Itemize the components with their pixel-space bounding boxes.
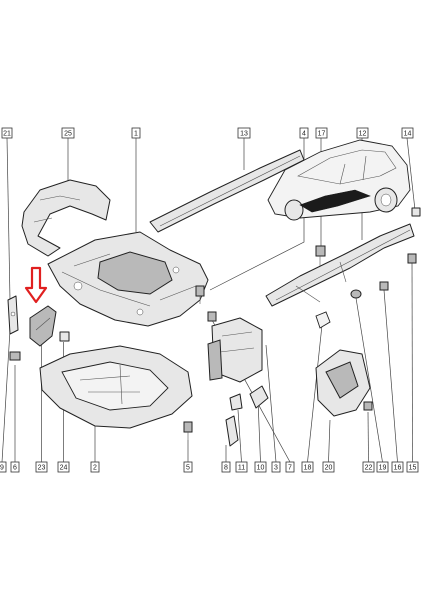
svg-text:1: 1 bbox=[134, 131, 138, 138]
part-3-splash-guard bbox=[207, 317, 263, 383]
part-21-bracket bbox=[7, 295, 19, 335]
fastener-4 bbox=[195, 285, 205, 304]
callout-23[interactable]: 23 bbox=[35, 461, 48, 473]
callout-20[interactable]: 20 bbox=[322, 461, 335, 473]
svg-text:18: 18 bbox=[304, 465, 312, 472]
callout-10[interactable]: 10 bbox=[254, 461, 267, 473]
svg-text:20: 20 bbox=[325, 465, 333, 472]
fastener-19 bbox=[350, 289, 362, 299]
callout-11[interactable]: 11 bbox=[235, 461, 248, 473]
svg-text:16: 16 bbox=[394, 465, 402, 472]
callout-13[interactable]: 13 bbox=[237, 127, 251, 139]
svg-text:4: 4 bbox=[302, 131, 306, 138]
callout-25[interactable]: 25 bbox=[61, 127, 75, 139]
part-2-lower-shield bbox=[39, 345, 193, 429]
svg-text:6: 6 bbox=[13, 465, 17, 472]
fastener-16 bbox=[379, 281, 389, 291]
svg-text:24: 24 bbox=[60, 465, 68, 472]
callout-8[interactable]: 8 bbox=[221, 461, 231, 473]
svg-text:2: 2 bbox=[93, 465, 97, 472]
callout-17[interactable]: 17 bbox=[315, 127, 328, 139]
highlight-arrow-icon bbox=[24, 266, 48, 304]
svg-text:19: 19 bbox=[379, 465, 387, 472]
fastener-22 bbox=[363, 401, 373, 411]
fastener-15 bbox=[407, 253, 417, 264]
part-8-rod bbox=[225, 415, 239, 447]
callout-2[interactable]: 2 bbox=[90, 461, 100, 473]
callout-22[interactable]: 22 bbox=[362, 461, 375, 473]
callout-14[interactable]: 14 bbox=[401, 127, 414, 139]
svg-text:9: 9 bbox=[0, 465, 4, 472]
svg-text:22: 22 bbox=[365, 465, 373, 472]
fastener-17 bbox=[315, 245, 326, 266]
part-10-clip bbox=[249, 385, 269, 409]
callout-4[interactable]: 4 bbox=[299, 127, 309, 139]
callout-5[interactable]: 5 bbox=[183, 461, 193, 473]
fastener-18 bbox=[315, 311, 331, 329]
part-20-rear-guard bbox=[315, 349, 371, 417]
callout-3[interactable]: 3 bbox=[271, 461, 281, 473]
callout-16[interactable]: 16 bbox=[391, 461, 404, 473]
svg-text:14: 14 bbox=[404, 131, 412, 138]
callout-6[interactable]: 6 bbox=[10, 461, 20, 473]
svg-text:5: 5 bbox=[186, 465, 190, 472]
fastener-6 bbox=[9, 351, 21, 361]
part-23-bracket bbox=[29, 305, 57, 347]
fastener-7 bbox=[207, 311, 217, 322]
part-12-side-sill-cover bbox=[265, 223, 415, 307]
svg-text:3: 3 bbox=[274, 465, 278, 472]
fastener-5 bbox=[183, 421, 193, 440]
part-11-clip bbox=[229, 393, 243, 411]
callout-1[interactable]: 1 bbox=[131, 127, 141, 139]
svg-text:11: 11 bbox=[238, 465, 245, 472]
svg-text:15: 15 bbox=[409, 465, 417, 472]
part-13-side-sill-cover bbox=[149, 149, 305, 233]
svg-text:13: 13 bbox=[240, 131, 248, 138]
svg-text:12: 12 bbox=[359, 131, 367, 138]
callout-19[interactable]: 19 bbox=[376, 461, 389, 473]
part-25-wheel-arch-liner bbox=[21, 179, 111, 257]
svg-text:10: 10 bbox=[257, 465, 265, 472]
callout-9[interactable]: 9 bbox=[0, 461, 7, 473]
callout-18[interactable]: 18 bbox=[301, 461, 314, 473]
svg-text:7: 7 bbox=[288, 465, 292, 472]
car-illustration bbox=[267, 139, 411, 221]
callout-21[interactable]: 21 bbox=[1, 127, 13, 139]
svg-text:8: 8 bbox=[224, 465, 228, 472]
svg-text:25: 25 bbox=[64, 131, 72, 138]
fastener-14 bbox=[411, 207, 421, 217]
svg-text:17: 17 bbox=[318, 131, 326, 138]
callout-12[interactable]: 12 bbox=[356, 127, 369, 139]
svg-text:23: 23 bbox=[38, 465, 46, 472]
svg-text:21: 21 bbox=[3, 131, 11, 138]
callout-15[interactable]: 15 bbox=[406, 461, 419, 473]
fastener-24 bbox=[59, 331, 70, 342]
callout-24[interactable]: 24 bbox=[57, 461, 70, 473]
part-1-engine-undertray bbox=[47, 231, 209, 327]
callout-7[interactable]: 7 bbox=[285, 461, 295, 473]
